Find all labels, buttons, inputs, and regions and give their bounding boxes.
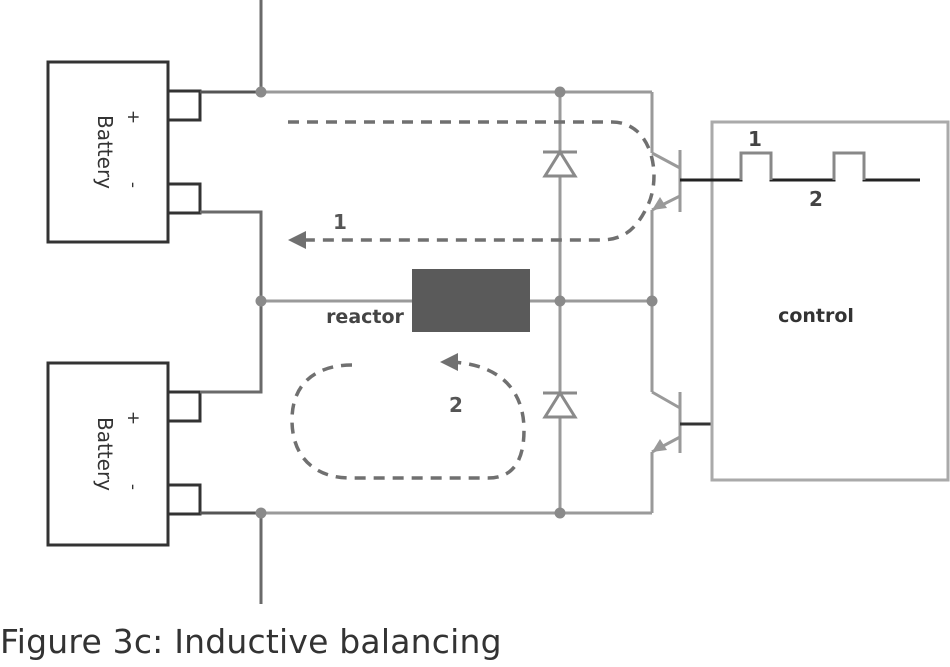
transistor-top <box>651 150 682 212</box>
arrow-head-icon <box>440 353 458 371</box>
current-path-2-label: 2 <box>449 393 463 417</box>
control-box: control <box>710 120 950 482</box>
battery-top-minus-sign: - <box>123 182 143 188</box>
battery-bottom-label: Battery <box>93 417 117 491</box>
diode-top <box>542 149 578 178</box>
battery-top-positive-terminal <box>166 89 202 122</box>
junction-dot <box>554 507 566 519</box>
battery-top-negative-terminal <box>166 182 202 215</box>
junction-dot <box>255 295 267 307</box>
control-label: control <box>778 305 854 327</box>
junction-dot <box>255 507 267 519</box>
current-path-1-label: 1 <box>333 210 347 234</box>
battery-top-label: Battery <box>93 115 117 189</box>
pulse-label-1: 1 <box>748 127 762 151</box>
junction-dot <box>646 295 658 307</box>
battery-bottom-positive-terminal <box>166 390 202 423</box>
pulse-label-2: 2 <box>809 187 823 211</box>
arrow-head-icon <box>288 231 306 249</box>
current-path-2: 2 <box>290 353 526 480</box>
junction-dot <box>554 86 566 98</box>
battery-bottom: + Battery - <box>46 361 202 547</box>
junction-dot <box>255 86 267 98</box>
diode-bottom <box>542 390 578 419</box>
battery-top: + Battery - <box>46 60 202 244</box>
figure-caption: Figure 3c: Inductive balancing <box>0 622 502 661</box>
junction-dot <box>554 295 566 307</box>
battery-wires <box>200 0 263 604</box>
reactor: reactor <box>326 269 530 332</box>
current-path-1: 1 <box>288 120 656 249</box>
reactor-label: reactor <box>326 306 404 328</box>
transistor-bottom <box>651 390 682 454</box>
battery-bottom-negative-terminal <box>166 483 202 516</box>
battery-bottom-minus-sign: - <box>123 484 143 490</box>
junction-dots <box>255 86 658 519</box>
battery-top-plus-sign: + <box>123 110 143 124</box>
battery-bottom-plus-sign: + <box>123 411 143 425</box>
